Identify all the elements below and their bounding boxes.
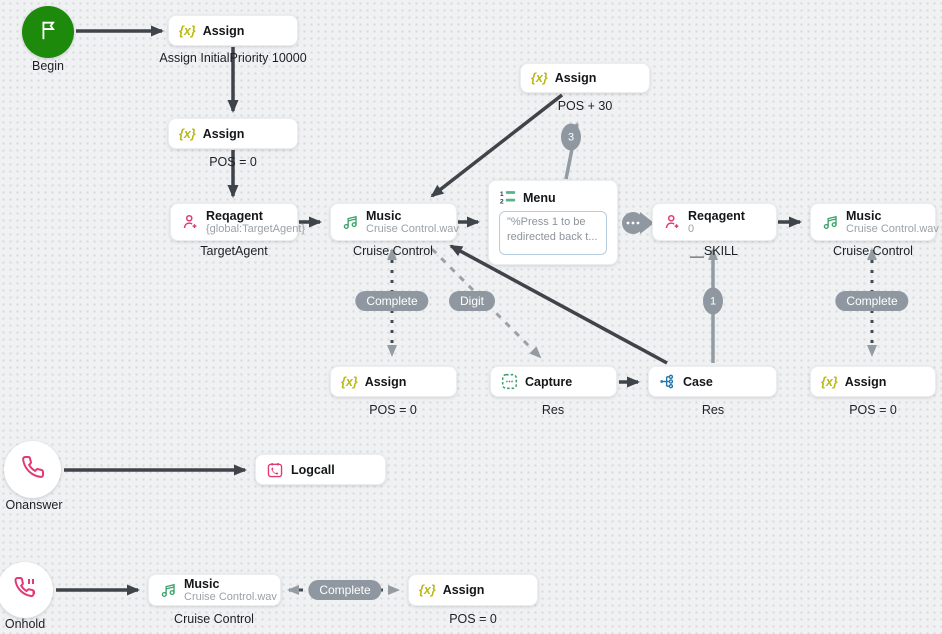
node-label-music-right: Cruise Control [833, 244, 913, 258]
node-music-hold[interactable]: Music Cruise Control.wav [148, 574, 281, 606]
node-label-reqagent-skill: __SKILL [690, 244, 738, 258]
edge-case-music [449, 244, 668, 365]
assign-icon: {x} [531, 71, 548, 85]
node-assign-left[interactable]: {x} Assign [330, 366, 457, 397]
node-title: Music [184, 576, 220, 591]
call-log-icon [266, 461, 284, 479]
node-title: Assign [202, 23, 245, 38]
node-case[interactable]: Case [648, 366, 777, 397]
node-label-onanswer: Onanswer [5, 498, 63, 512]
node-label-reqagent-target: TargetAgent [200, 244, 268, 258]
svg-text:2: 2 [500, 198, 504, 205]
node-music-right[interactable]: Music Cruise Control.wav [810, 203, 939, 241]
menu-prompt-box[interactable]: "%Press 1 to be redirected back t... [499, 211, 607, 255]
node-label-case: Res [701, 403, 725, 417]
node-capture[interactable]: Capture [490, 366, 617, 397]
node-label-assign-initial: Assign InitialPriority 10000 [159, 51, 307, 65]
node-title: Assign [554, 71, 597, 85]
edge-badge-1[interactable]: 1 [703, 287, 723, 315]
assign-icon: {x} [821, 374, 838, 389]
music-icon [341, 213, 359, 231]
flag-icon [37, 19, 59, 46]
edge-badge-complete-right[interactable]: Complete [835, 291, 909, 311]
branch-icon [659, 373, 676, 390]
node-assign-initial[interactable]: {x} Assign [168, 15, 298, 46]
node-label-music-main: Cruise Control [353, 244, 433, 258]
node-title: Capture [525, 374, 573, 389]
node-label-assign-pos0-top: POS = 0 [209, 155, 257, 169]
node-music-main[interactable]: Music Cruise Control.wav [330, 203, 459, 241]
node-begin[interactable] [22, 6, 74, 58]
node-label-assign-left: POS = 0 [369, 403, 417, 417]
phone-icon [21, 455, 45, 484]
menu-exit-connector[interactable] [622, 212, 654, 234]
node-label-assign-pos30: POS + 30 [557, 99, 613, 113]
svg-text:1: 1 [500, 191, 504, 198]
add-agent-icon [181, 213, 199, 231]
node-subtitle: Cruise Control.wav [184, 590, 277, 603]
node-assign-pos0-top[interactable]: {x} Assign [168, 118, 298, 149]
node-title: Music [366, 208, 402, 223]
node-label-capture: Res [541, 403, 565, 417]
node-title: Assign [844, 374, 887, 389]
assign-icon: {x} [179, 23, 196, 38]
edge-badge-complete-left[interactable]: Complete [355, 291, 429, 311]
node-title: Reqagent [206, 208, 263, 223]
node-reqagent-skill[interactable]: Reqagent 0 [652, 203, 777, 241]
node-title: Music [846, 208, 882, 223]
node-assign-pos30[interactable]: {x} Assign [520, 63, 650, 93]
edge-badge-3[interactable]: 3 [561, 123, 581, 151]
node-label-begin: Begin [32, 59, 64, 73]
node-title: Assign [202, 126, 245, 141]
node-onanswer[interactable] [4, 441, 61, 498]
node-title: Case [683, 374, 713, 389]
node-menu[interactable]: 1 2 Menu "%Press 1 to be redirected back… [488, 180, 618, 265]
edge-badge-digit[interactable]: Digit [448, 291, 496, 311]
edge-badge-complete-hold[interactable]: Complete [308, 580, 382, 600]
node-title: Assign [442, 583, 485, 597]
node-subtitle: Cruise Control.wav [366, 222, 459, 235]
edge-assign3-music [430, 93, 564, 198]
node-assign-hold[interactable]: {x} Assign [408, 574, 538, 606]
music-icon [159, 581, 177, 599]
assign-icon: {x} [419, 583, 436, 597]
node-label-onhold: Onhold [4, 617, 46, 631]
node-label-assign-right: POS = 0 [849, 403, 897, 417]
numbered-list-icon: 1 2 [499, 189, 516, 206]
node-title: Reqagent [688, 208, 745, 223]
node-subtitle: {global:TargetAgent} [206, 222, 306, 235]
phone-hold-icon [13, 576, 37, 605]
assign-icon: {x} [341, 374, 358, 389]
node-title: Assign [364, 374, 407, 389]
node-assign-right[interactable]: {x} Assign [810, 366, 936, 397]
node-label-assign-hold: POS = 0 [449, 612, 497, 626]
node-subtitle: Cruise Control.wav [846, 222, 939, 235]
node-title: Menu [523, 190, 556, 205]
node-title: Logcall [291, 462, 335, 477]
assign-icon: {x} [179, 126, 196, 141]
node-reqagent-target[interactable]: Reqagent {global:TargetAgent} [170, 203, 305, 241]
node-label-music-hold: Cruise Control [174, 612, 254, 626]
add-agent-icon [663, 213, 681, 231]
node-subtitle: 0 [688, 222, 695, 235]
node-onhold[interactable] [0, 562, 53, 618]
music-icon [821, 213, 839, 231]
node-logcall[interactable]: Logcall [255, 454, 386, 485]
capture-icon [501, 373, 518, 390]
